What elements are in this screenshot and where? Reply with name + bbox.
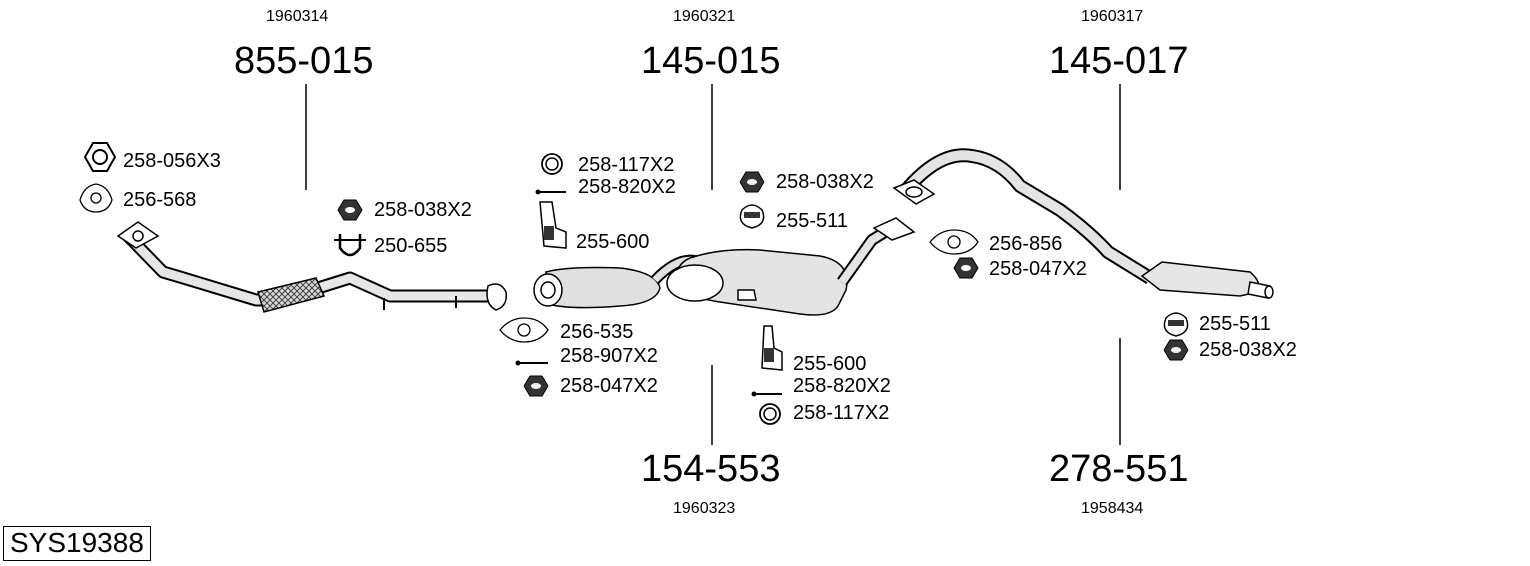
fitting-label: 258-820X2 — [578, 176, 676, 198]
ref-number: 1960314 — [266, 8, 329, 25]
rubber-hanger-icon — [1163, 312, 1189, 337]
fitting-label: 258-056X3 — [123, 150, 221, 172]
flange-nut-icon — [337, 199, 363, 221]
fitting-label: 256-568 — [123, 189, 197, 211]
fitting-label: 255-600 — [576, 231, 650, 253]
flange-nut-icon — [953, 257, 979, 279]
middle-silencer-part — [533, 254, 703, 309]
fitting-label: 258-047X2 — [989, 258, 1087, 280]
ref-number: 1960323 — [673, 500, 736, 517]
fitting-label: 250-655 — [374, 235, 448, 257]
centre-silencer-part — [666, 217, 916, 316]
fitting-label: 256-856 — [989, 233, 1063, 255]
system-code-box: SYS19388 — [3, 526, 151, 561]
flange-nut-icon — [1163, 339, 1189, 361]
fitting-label: 258-038X2 — [776, 171, 874, 193]
bracket-icon — [761, 325, 783, 371]
fitting-label: 258-117X2 — [793, 402, 890, 424]
sealing-ring-icon — [541, 153, 563, 175]
part-number: 154-553 — [641, 448, 781, 490]
flange-gasket-icon — [499, 317, 549, 343]
fitting-label: 258-038X2 — [374, 199, 472, 221]
ref-number: 1958434 — [1081, 500, 1144, 517]
fitting-label: 255-511 — [776, 210, 848, 232]
part-number: 145-015 — [641, 40, 781, 82]
fitting-label: 258-047X2 — [560, 375, 658, 397]
flange-nut-icon — [523, 375, 549, 397]
part-number: 278-551 — [1049, 448, 1189, 490]
ref-number: 1960317 — [1081, 8, 1144, 25]
fitting-label: 255-511 — [1199, 313, 1271, 335]
part-number: 855-015 — [234, 40, 374, 82]
flange-gasket-icon — [79, 183, 113, 213]
part-number: 145-017 — [1049, 40, 1189, 82]
bolt-icon — [751, 391, 782, 397]
tail-pipe-part — [892, 148, 1154, 284]
fitting-label: 258-820X2 — [793, 375, 891, 397]
ref-number: 1960321 — [673, 8, 736, 25]
fitting-label: 258-117X2 — [578, 154, 675, 176]
fitting-label: 258-038X2 — [1199, 339, 1297, 361]
front-pipe-part — [116, 221, 508, 313]
rubber-hanger-icon — [739, 204, 765, 229]
end-silencer-part — [1140, 261, 1274, 299]
bolt-icon — [515, 360, 548, 366]
sealing-ring-icon — [759, 403, 781, 425]
hex-nut-icon — [83, 142, 117, 172]
leader-lines — [305, 84, 1121, 445]
bracket-icon — [539, 201, 567, 249]
flange-gasket-icon — [929, 229, 979, 255]
fitting-label: 256-535 — [560, 321, 634, 343]
fitting-label: 255-600 — [793, 353, 867, 375]
flange-nut-icon — [739, 171, 765, 193]
bolt-icon — [535, 189, 566, 195]
u-bolt-clamp-icon — [334, 234, 366, 257]
fitting-label: 258-907X2 — [560, 345, 658, 367]
